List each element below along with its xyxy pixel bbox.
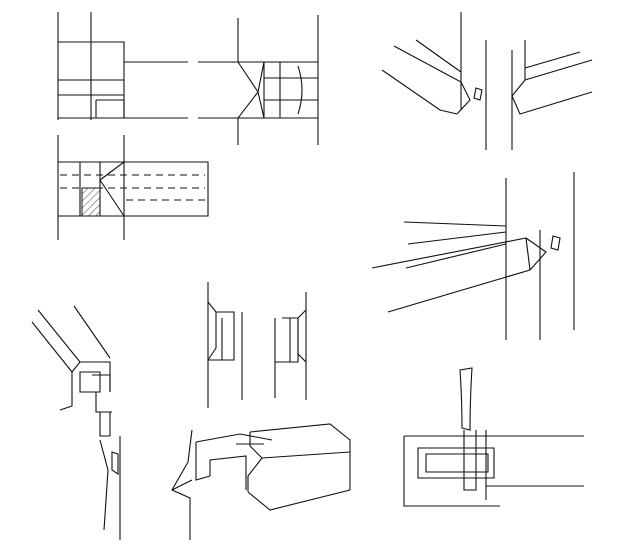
joint-dovetail-bottom-middle <box>171 423 351 540</box>
joint-perspective-bottom-left <box>31 305 121 540</box>
joint-wedge-bottom-right <box>403 367 584 507</box>
joint-elevation-top-left <box>57 12 188 120</box>
joint-plan-dashed <box>57 135 209 240</box>
joint-slots-bottom-middle <box>207 282 307 408</box>
joint-elevation-top-middle <box>198 15 319 145</box>
joint-perspective-top-right <box>381 12 593 150</box>
joint-perspective-middle-right <box>371 172 575 340</box>
